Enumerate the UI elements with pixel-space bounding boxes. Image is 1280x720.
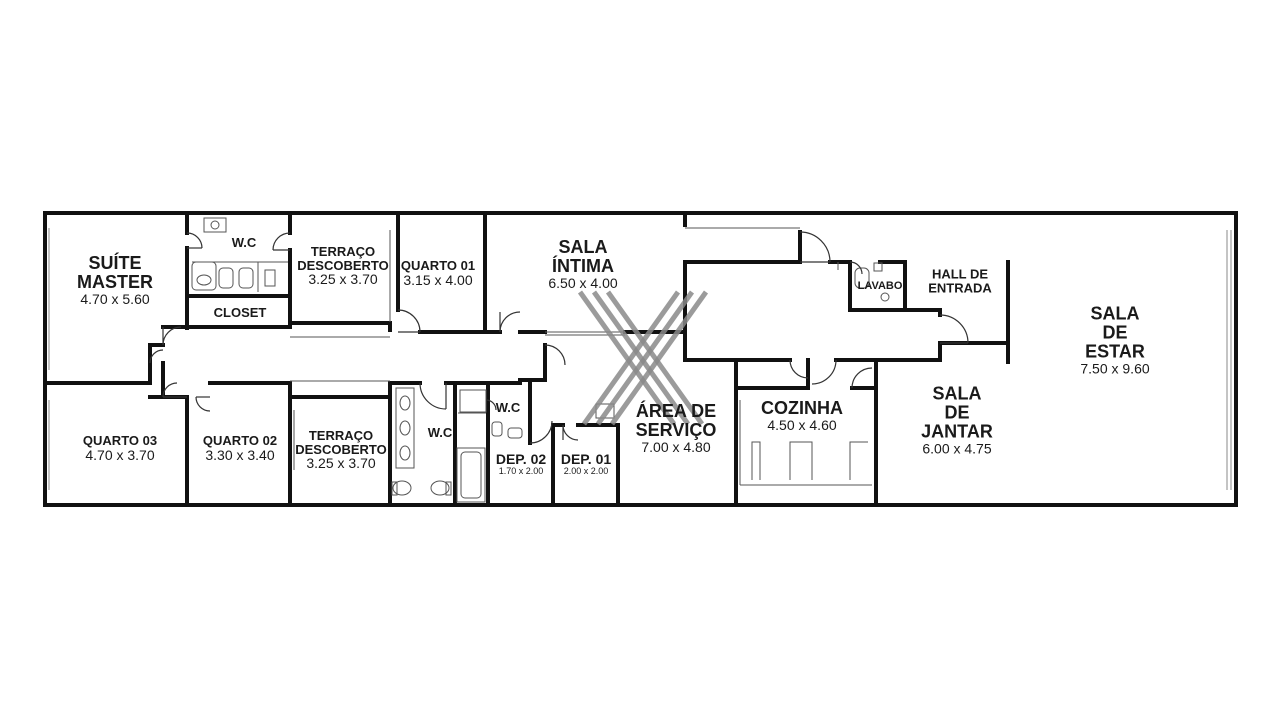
room-name: LAVABO (858, 281, 903, 293)
room-name: W.C (496, 401, 521, 415)
room-name-line: ÍNTIMA (552, 255, 614, 276)
room-name-line: ÁREA DE (635, 400, 717, 421)
room-dimensions: 3.30 x 3.40 (205, 446, 275, 463)
room-name: CLOSET (214, 306, 267, 320)
room-name-line: CLOSET (213, 305, 267, 321)
room-dimensions: 3.25 x 3.70 (308, 271, 378, 288)
room-dimensions: 1.70 x 2.00 (498, 465, 544, 476)
room-name: QUARTO 03 (83, 434, 157, 448)
room-dimensions: 4.70 x 3.70 (85, 446, 155, 463)
room-name: W.C (232, 236, 257, 250)
room-dimensions: 7.00 x 4.80 (641, 438, 711, 455)
room-dimensions: 3.25 x 3.70 (306, 455, 376, 472)
room-label-wc-social: W.C (428, 426, 453, 440)
room-name-line: DE (944, 402, 970, 423)
room-name: QUARTO 01 (401, 259, 475, 273)
room-name-line: JANTAR (921, 421, 993, 442)
room-name-line: SERVIÇO (635, 419, 717, 440)
room-name: DEP. 02 (496, 452, 546, 467)
room-name-line: DEP. 01 (560, 450, 612, 467)
room-name-line: COZINHA (761, 398, 843, 419)
room-name-line: W.C (231, 235, 257, 251)
room-name: DEP. 01 (561, 452, 611, 467)
room-name-line: MASTER (77, 271, 153, 292)
room-name: W.C (428, 426, 453, 440)
room-name-line: SALA (932, 383, 982, 404)
room-name-line: W.C (495, 400, 521, 416)
room-dimensions: 4.70 x 5.60 (80, 290, 150, 307)
room-label-wc-servico: W.C (496, 401, 521, 415)
room-label-wc-suite: W.C (232, 236, 257, 250)
room-dimensions: 7.50 x 9.60 (1080, 359, 1150, 376)
room-name-line: SALA (1090, 303, 1140, 324)
room-name-line: LAVABO (857, 280, 903, 293)
room-name: COZINHA (761, 399, 843, 418)
room-dimensions: 2.00 x 2.00 (563, 465, 609, 476)
outer-walls (43, 211, 1238, 507)
door-swings (149, 231, 969, 444)
room-name: QUARTO 02 (203, 434, 277, 448)
room-dimensions: 3.15 x 4.00 (403, 271, 473, 288)
room-name-line: QUARTO 02 (202, 432, 278, 448)
room-label-lavabo: LAVABO (858, 281, 903, 293)
room-name-line: W.C (427, 425, 453, 441)
room-name-line: QUARTO 01 (400, 257, 476, 273)
room-dimensions: 6.00 x 4.75 (922, 439, 992, 456)
room-name-line: ENTRADA (928, 280, 992, 295)
room-name-line: HALL DE (931, 266, 989, 282)
room-name-line: QUARTO 03 (82, 432, 158, 448)
room-dimensions: 6.50 x 4.00 (548, 274, 618, 291)
x-logo-icon (577, 290, 709, 426)
room-name-line: DESCOBERTO (295, 441, 387, 457)
room-name-line: DESCOBERTO (297, 257, 389, 273)
room-dimensions: 4.50 x 4.60 (767, 417, 837, 434)
room-name-line: DE (1102, 322, 1128, 343)
room-name-line: TERRAÇO (308, 428, 374, 444)
room-name-line: DEP. 02 (495, 450, 547, 467)
room-name-line: SALA (558, 236, 608, 257)
room-name-line: SUÍTE (88, 252, 142, 273)
room-name-line: TERRAÇO (310, 244, 376, 260)
room-name-line: ESTAR (1085, 341, 1145, 362)
windows (48, 228, 1232, 490)
room-label-closet: CLOSET (214, 306, 267, 320)
